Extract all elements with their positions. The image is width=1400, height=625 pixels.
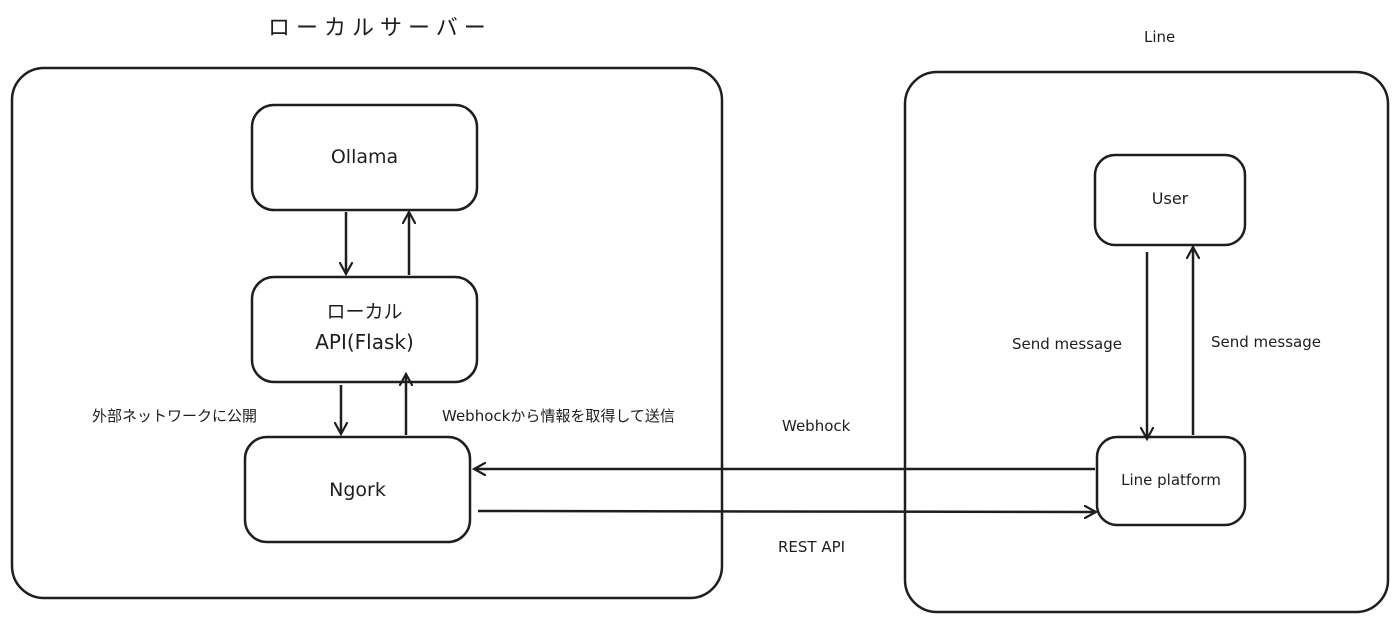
edge-label-platform-to-ngork: Webhock [782,417,851,435]
node-user[interactable] [1093,153,1247,247]
edge-label-platform-to-user: Send message [1211,333,1321,351]
node-ollama[interactable] [250,103,479,212]
edge-label-api-to-ngork: 外部ネットワークに公開 [92,407,258,425]
node-local-api[interactable] [250,275,479,384]
group-line [903,70,1390,614]
group-title-local-server: ローカルサーバー [268,16,492,41]
edge-ngork-to-platform [477,511,1096,512]
node-ngork-label: Ngork [329,479,386,501]
node-user-label: User [1151,189,1189,208]
node-ollama-label: Ollama [330,146,399,168]
edge-label-user-to-platform: Send message [1012,335,1122,353]
edge-label-ngork-to-api: Webhockから情報を取得して送信 [442,407,675,425]
node-line-platform[interactable] [1095,435,1247,527]
node-local-api-label-line1: ローカル [326,301,403,323]
group-local-server [10,66,724,600]
group-title-line: Line [1144,28,1176,46]
node-local-api-label-line2: API(Flask) [315,330,414,354]
node-line-platform-label: Line platform [1121,471,1221,489]
node-ngork[interactable] [243,435,472,544]
edge-label-ngork-to-platform: REST API [778,538,846,556]
